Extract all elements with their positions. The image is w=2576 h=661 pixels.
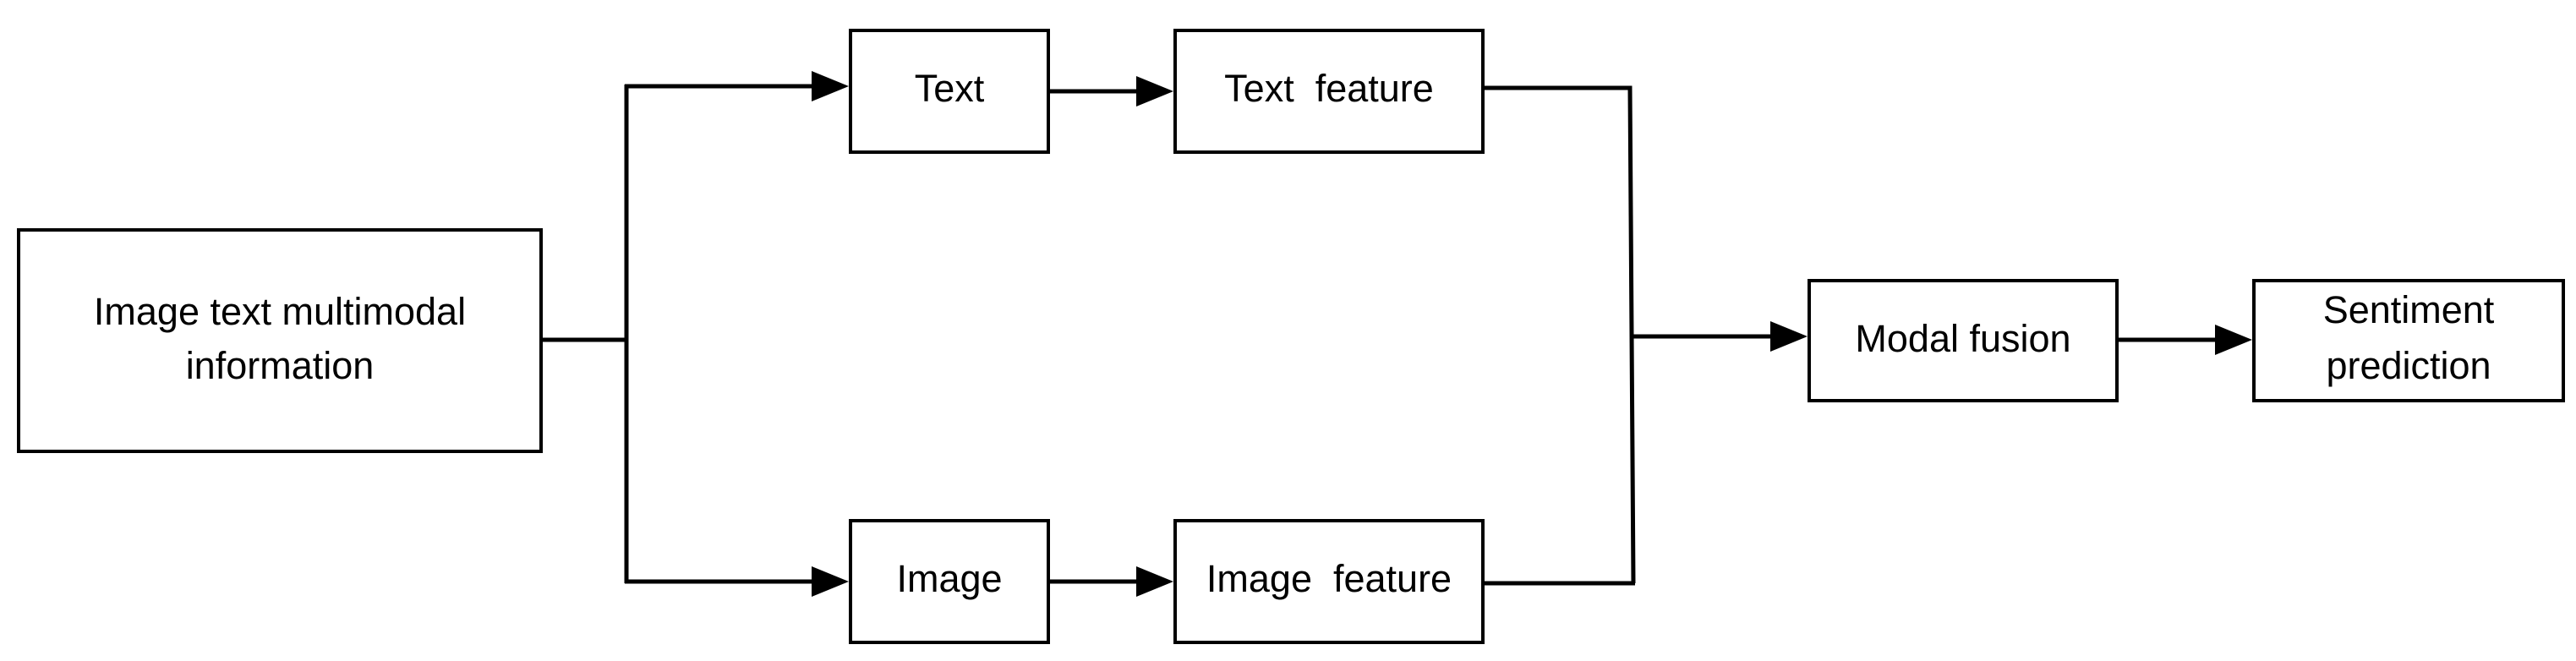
arrowhead-to-image (812, 566, 849, 597)
node-image-label: Image (896, 557, 1002, 600)
node-text-label: Text (915, 67, 985, 110)
node-prediction-label-line2: prediction (2326, 344, 2491, 387)
arrowhead-to-prediction (2215, 325, 2252, 355)
node-image-feature: Image feature (1173, 519, 1485, 644)
edges (541, 71, 2252, 597)
node-input-label-line2: information (186, 344, 375, 387)
node-prediction-label-line1: Sentiment (2323, 288, 2495, 331)
node-prediction-box (2252, 279, 2565, 402)
arrowhead-to-image-feature (1136, 566, 1173, 597)
node-text-box (849, 29, 1050, 154)
node-prediction: Sentiment prediction (2252, 279, 2565, 402)
arrowhead-to-fusion (1770, 321, 1808, 352)
node-input: Image text multimodal information (17, 228, 543, 453)
arrowhead-to-text (812, 71, 849, 101)
node-fusion: Modal fusion (1808, 279, 2119, 402)
node-image-box (849, 519, 1050, 644)
node-fusion-label: Modal fusion (1855, 317, 2070, 360)
node-input-box (17, 228, 543, 453)
node-fusion-box (1808, 279, 2119, 402)
node-text-feature-label: Text feature (1224, 67, 1434, 110)
arrowhead-to-text-feature (1136, 76, 1173, 107)
node-image: Image (849, 519, 1050, 644)
node-input-label-line1: Image text multimodal (94, 290, 466, 333)
node-text-feature: Text feature (1173, 29, 1485, 154)
node-text: Text (849, 29, 1050, 154)
edge-text-feature-to-merge (1483, 85, 1636, 584)
node-image-feature-label: Image feature (1206, 557, 1452, 600)
node-text-feature-box (1173, 29, 1485, 154)
node-image-feature-box (1173, 519, 1485, 644)
